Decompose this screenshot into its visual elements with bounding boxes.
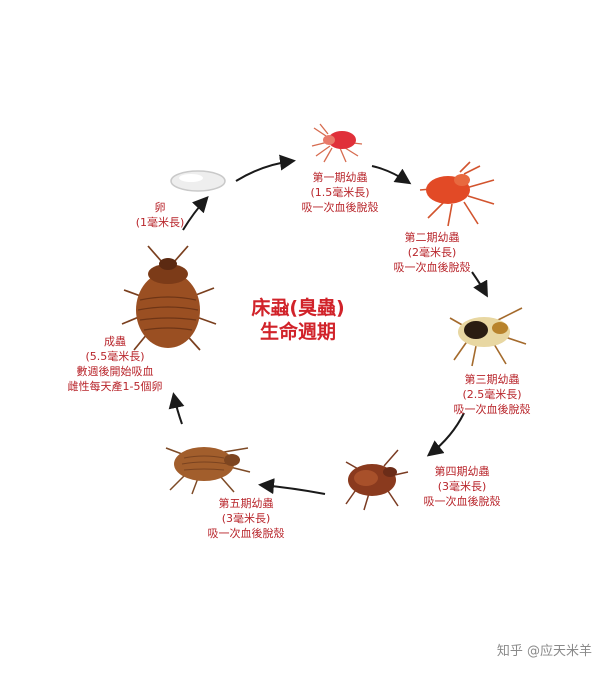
- fourth-instar-name: 第四期幼蟲: [434, 465, 490, 478]
- adult-bed-bug-image: [121, 245, 217, 351]
- adult-size: (5.5毫米長): [85, 350, 145, 363]
- first-instar-size: (1.5毫米長): [310, 186, 370, 199]
- title-line-2: 生命週期: [259, 321, 336, 343]
- arrow-nymph1-to-nymph2: [371, 165, 412, 185]
- fifth-instar-note: 吸一次血後脫殼: [207, 527, 285, 540]
- title-line-1: 床蝨(臭蟲): [251, 297, 345, 319]
- arrow-nymph4-to-nymph5: [258, 478, 326, 495]
- second-instar-label: 第二期幼蟲 (2毫米長) 吸一次血後脫殼: [362, 230, 502, 275]
- third-instar-nymph-image: [449, 307, 527, 367]
- adult-label: 成蟲 (5.5毫米長) 數週後開始吸血 雌性每天產1-5個卵: [40, 334, 190, 394]
- egg-size: (1毫米長): [135, 216, 185, 229]
- fourth-instar-nymph-image: [345, 449, 409, 511]
- fifth-instar-name: 第五期幼蟲: [218, 497, 274, 510]
- fourth-instar-size: (3毫米長): [437, 480, 487, 493]
- fourth-instar-note: 吸一次血後脫殼: [423, 495, 501, 508]
- watermark: 知乎 @应天米羊: [496, 644, 592, 659]
- arrow-nymph3-to-nymph4: [426, 412, 465, 457]
- fifth-instar-nymph-image: [165, 447, 251, 495]
- third-instar-size: (2.5毫米長): [462, 388, 522, 401]
- fifth-instar-size: (3毫米長): [221, 512, 271, 525]
- fourth-instar-label: 第四期幼蟲 (3毫米長) 吸一次血後脫殼: [392, 464, 532, 509]
- second-instar-note: 吸一次血後脫殼: [393, 261, 471, 274]
- egg-image: [170, 170, 226, 192]
- first-instar-nymph-image: [311, 123, 363, 163]
- adult-note-feeding: 數週後開始吸血: [76, 365, 154, 378]
- second-instar-name: 第二期幼蟲: [404, 231, 460, 244]
- third-instar-note: 吸一次血後脫殼: [453, 403, 531, 416]
- egg-label: 卵 (1毫米長): [105, 200, 215, 230]
- first-instar-note: 吸一次血後脫殼: [301, 201, 379, 214]
- third-instar-label: 第三期幼蟲 (2.5毫米長) 吸一次血後脫殼: [422, 372, 562, 417]
- arrow-adult-to-egg: [182, 196, 209, 231]
- third-instar-name: 第三期幼蟲: [464, 373, 520, 386]
- arrow-nymph2-to-nymph3: [471, 271, 488, 298]
- diagram-title: 床蝨(臭蟲) 生命週期: [228, 296, 368, 344]
- second-instar-nymph-image: [419, 161, 495, 227]
- second-instar-size: (2毫米長): [407, 246, 457, 259]
- egg-name: 卵: [154, 201, 166, 214]
- fifth-instar-label: 第五期幼蟲 (3毫米長) 吸一次血後脫殼: [176, 496, 316, 541]
- adult-name: 成蟲: [104, 335, 126, 348]
- arrow-egg-to-nymph1: [235, 154, 296, 182]
- arrow-nymph5-to-adult: [168, 392, 185, 425]
- first-instar-name: 第一期幼蟲: [312, 171, 368, 184]
- first-instar-label: 第一期幼蟲 (1.5毫米長) 吸一次血後脫殼: [270, 170, 410, 215]
- adult-note-eggs: 雌性每天產1-5個卵: [67, 380, 163, 393]
